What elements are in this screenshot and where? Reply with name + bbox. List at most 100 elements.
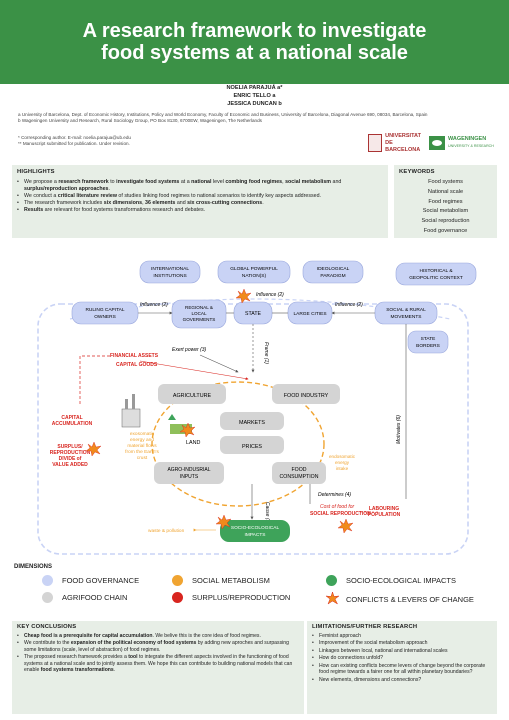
node-label: STATE <box>421 336 436 342</box>
node-socio-ecological-impacts: SOCIO-ECOLOGICAL IMPACTS <box>220 520 290 542</box>
node-social-rural-movements: SOCIAL & RURAL MOVEMENTS <box>374 301 438 325</box>
highlight-item: We conduct a critical literature review … <box>17 193 385 200</box>
node-regional-local-governments: REGIONAL & LOCAL GOVERMENTS <box>171 299 227 329</box>
conclusion-item: The proposed research framework provides… <box>17 654 300 673</box>
highlights-heading: HIGHLIGHTS <box>17 169 55 175</box>
limitations-heading: LIMITATIONS/FURTHER RESEARCH <box>312 624 418 630</box>
limitation-item: New elements, dimensions and connections… <box>312 677 494 684</box>
legend-conflicts-levers: CONFLICTS & LEVERS OF CHANGE <box>325 591 474 607</box>
legend-label: AGRIFOOD CHAIN <box>62 593 128 602</box>
node-agro-industrial-inputs: AGRO-INDUSRIAL INPUTS <box>154 462 224 484</box>
node-historical-context: HISTORICAL & GEOPOLITIC CONTEXT <box>395 262 477 286</box>
limitation-item: How can existing conflicts become levers… <box>312 663 494 676</box>
node-label: NATION(S) <box>242 273 267 279</box>
waste-pollution-label: waste & pollution <box>148 528 185 534</box>
node-international-institutions: INTERNATIONAL INSTITUTIONS <box>139 260 201 284</box>
land-icon <box>168 414 192 434</box>
node-prices: PRICES <box>220 436 284 454</box>
title-line-1: A research framework to investigate <box>82 20 427 42</box>
highlight-item: The research framework includes six dime… <box>17 200 385 207</box>
node-food-consumption: FOOD CONSUMPTION <box>272 462 326 484</box>
submission-note: ** Manuscript submitted for publication.… <box>18 141 130 146</box>
affiliation: a University of Barcelona, Dept. of Econ… <box>18 112 428 117</box>
limitation-item: Improvement of the social metabolism app… <box>312 640 494 647</box>
legend-label: SOCIO-ECOLOGICAL IMPACTS <box>346 576 457 585</box>
node-food-industry: FOOD INDUSTRY <box>272 384 340 404</box>
conflict-star-icon <box>179 422 196 438</box>
node-label: IDEOLOGICAL <box>317 266 350 272</box>
crest-icon <box>368 134 383 152</box>
node-label: GOVERMENTS <box>183 317 216 322</box>
limitations-list: Feminist approach Improvement of the soc… <box>312 633 494 684</box>
conclusion-item: We contribute to the expansion of the po… <box>17 640 300 653</box>
node-label: MARKETS <box>239 420 265 426</box>
endosomatic-label: endosomatic <box>329 454 356 459</box>
wur-emblem-icon <box>429 136 445 150</box>
node-label: GLOBAL POWERFUL <box>230 266 278 272</box>
node-label: IMPACTS <box>245 532 266 538</box>
legend-surplus-reproduction: SURPLUS/REPRODUCTION <box>172 592 290 603</box>
keyword: Social metabolism <box>422 208 469 215</box>
legend-label: CONFLICTS & LEVERS OF CHANGE <box>346 595 474 604</box>
limitation-item: Feminist approach <box>312 633 494 640</box>
highlight-item: We propose a research framework to inves… <box>17 179 385 192</box>
keyword: Food systems <box>428 179 463 185</box>
dimensions-heading: DIMENSIONS <box>14 564 53 570</box>
node-label: AGRICULTURE <box>173 393 212 399</box>
conflict-star-icon <box>235 288 252 304</box>
conflict-star-icon <box>337 518 354 534</box>
legend-swatch <box>42 592 53 603</box>
keyword: Food governance <box>423 227 468 234</box>
node-label: PRICES <box>242 444 262 450</box>
framework-diagram: INTERNATIONAL INSTITUTIONS GLOBAL POWERF… <box>37 260 477 555</box>
logo-text: BARCELONA <box>385 146 421 153</box>
factory-icon <box>121 394 141 428</box>
conflict-star-icon <box>85 441 102 457</box>
legend-food-governance: FOOD GOVERNANCE <box>42 575 139 586</box>
corresponding-author-note: * Corresponding author. E-mail: noelia.p… <box>18 135 131 140</box>
capital-accumulation-label: CAPITAL <box>61 415 82 421</box>
exosomatic-label: from the Earth's <box>125 449 159 455</box>
exosomatic-label: exosomatic <box>130 431 155 437</box>
highlights-list: We propose a research framework to inves… <box>17 179 385 214</box>
node-label: INTERNATIONAL <box>151 266 189 272</box>
node-label: CONSUMPTION <box>280 474 319 480</box>
cost-of-food-label: Cost of food for <box>320 504 355 510</box>
node-label: REGIONAL & <box>185 305 213 310</box>
node-label: AGRO-INDUSRIAL <box>167 467 210 473</box>
node-label: FOOD <box>292 467 307 473</box>
logo-text: UNIVERSITY & RESEARCH <box>448 144 494 148</box>
frame-label: Frame (1) <box>263 342 269 364</box>
endosomatic-label: intake <box>336 466 349 471</box>
node-label: SOCIO-ECOLOGICAL <box>231 525 280 531</box>
capital-accumulation-label: ACCUMULATION <box>52 421 93 427</box>
legend-agrifood-chain: AGRIFOOD CHAIN <box>42 592 127 603</box>
legend-swatch <box>42 575 53 586</box>
exosomatic-label: energy and <box>130 437 154 443</box>
node-label: RULING CAPITAL <box>85 307 124 313</box>
node-state: STATE <box>233 301 273 325</box>
legend-socio-ecological-impacts: SOCIO-ECOLOGICAL IMPACTS <box>326 575 456 586</box>
conflict-star-icon <box>215 514 232 530</box>
legend-label: SURPLUS/REPRODUCTION <box>192 593 291 602</box>
node-label: FOOD INDUSTRY <box>284 393 329 399</box>
influence-label: Influence (2) <box>256 292 284 298</box>
influence-label: Influence (2) <box>335 302 363 308</box>
footnotes: * Corresponding author. E-mail: noelia.p… <box>18 135 338 147</box>
node-ideological-paradigm: IDEOLOGICAL PARADIGM <box>302 260 364 284</box>
land-label: LAND <box>186 440 200 446</box>
header-banner: A research framework to investigate food… <box>0 0 509 84</box>
exosomatic-label: material flows <box>127 443 157 449</box>
keywords-box: KEYWORDS Food systems National scale Foo… <box>394 165 497 238</box>
keyword: Food regimes <box>428 198 463 205</box>
determines-label: Determines (4) <box>318 492 351 498</box>
highlight-item: Results are relevant for food systems tr… <box>17 207 385 214</box>
conflict-star-icon <box>325 591 340 607</box>
keyword: Social reproduction <box>421 218 470 225</box>
exosomatic-label: crust <box>137 455 148 461</box>
node-label: OWNERS <box>94 314 116 320</box>
legend-label: SOCIAL METABOLISM <box>192 576 270 585</box>
endosomatic-label: energy <box>335 460 350 465</box>
cost-of-food-label: SOCIAL REPRODUCTION <box>310 511 371 517</box>
keywords-heading: KEYWORDS <box>399 169 435 175</box>
